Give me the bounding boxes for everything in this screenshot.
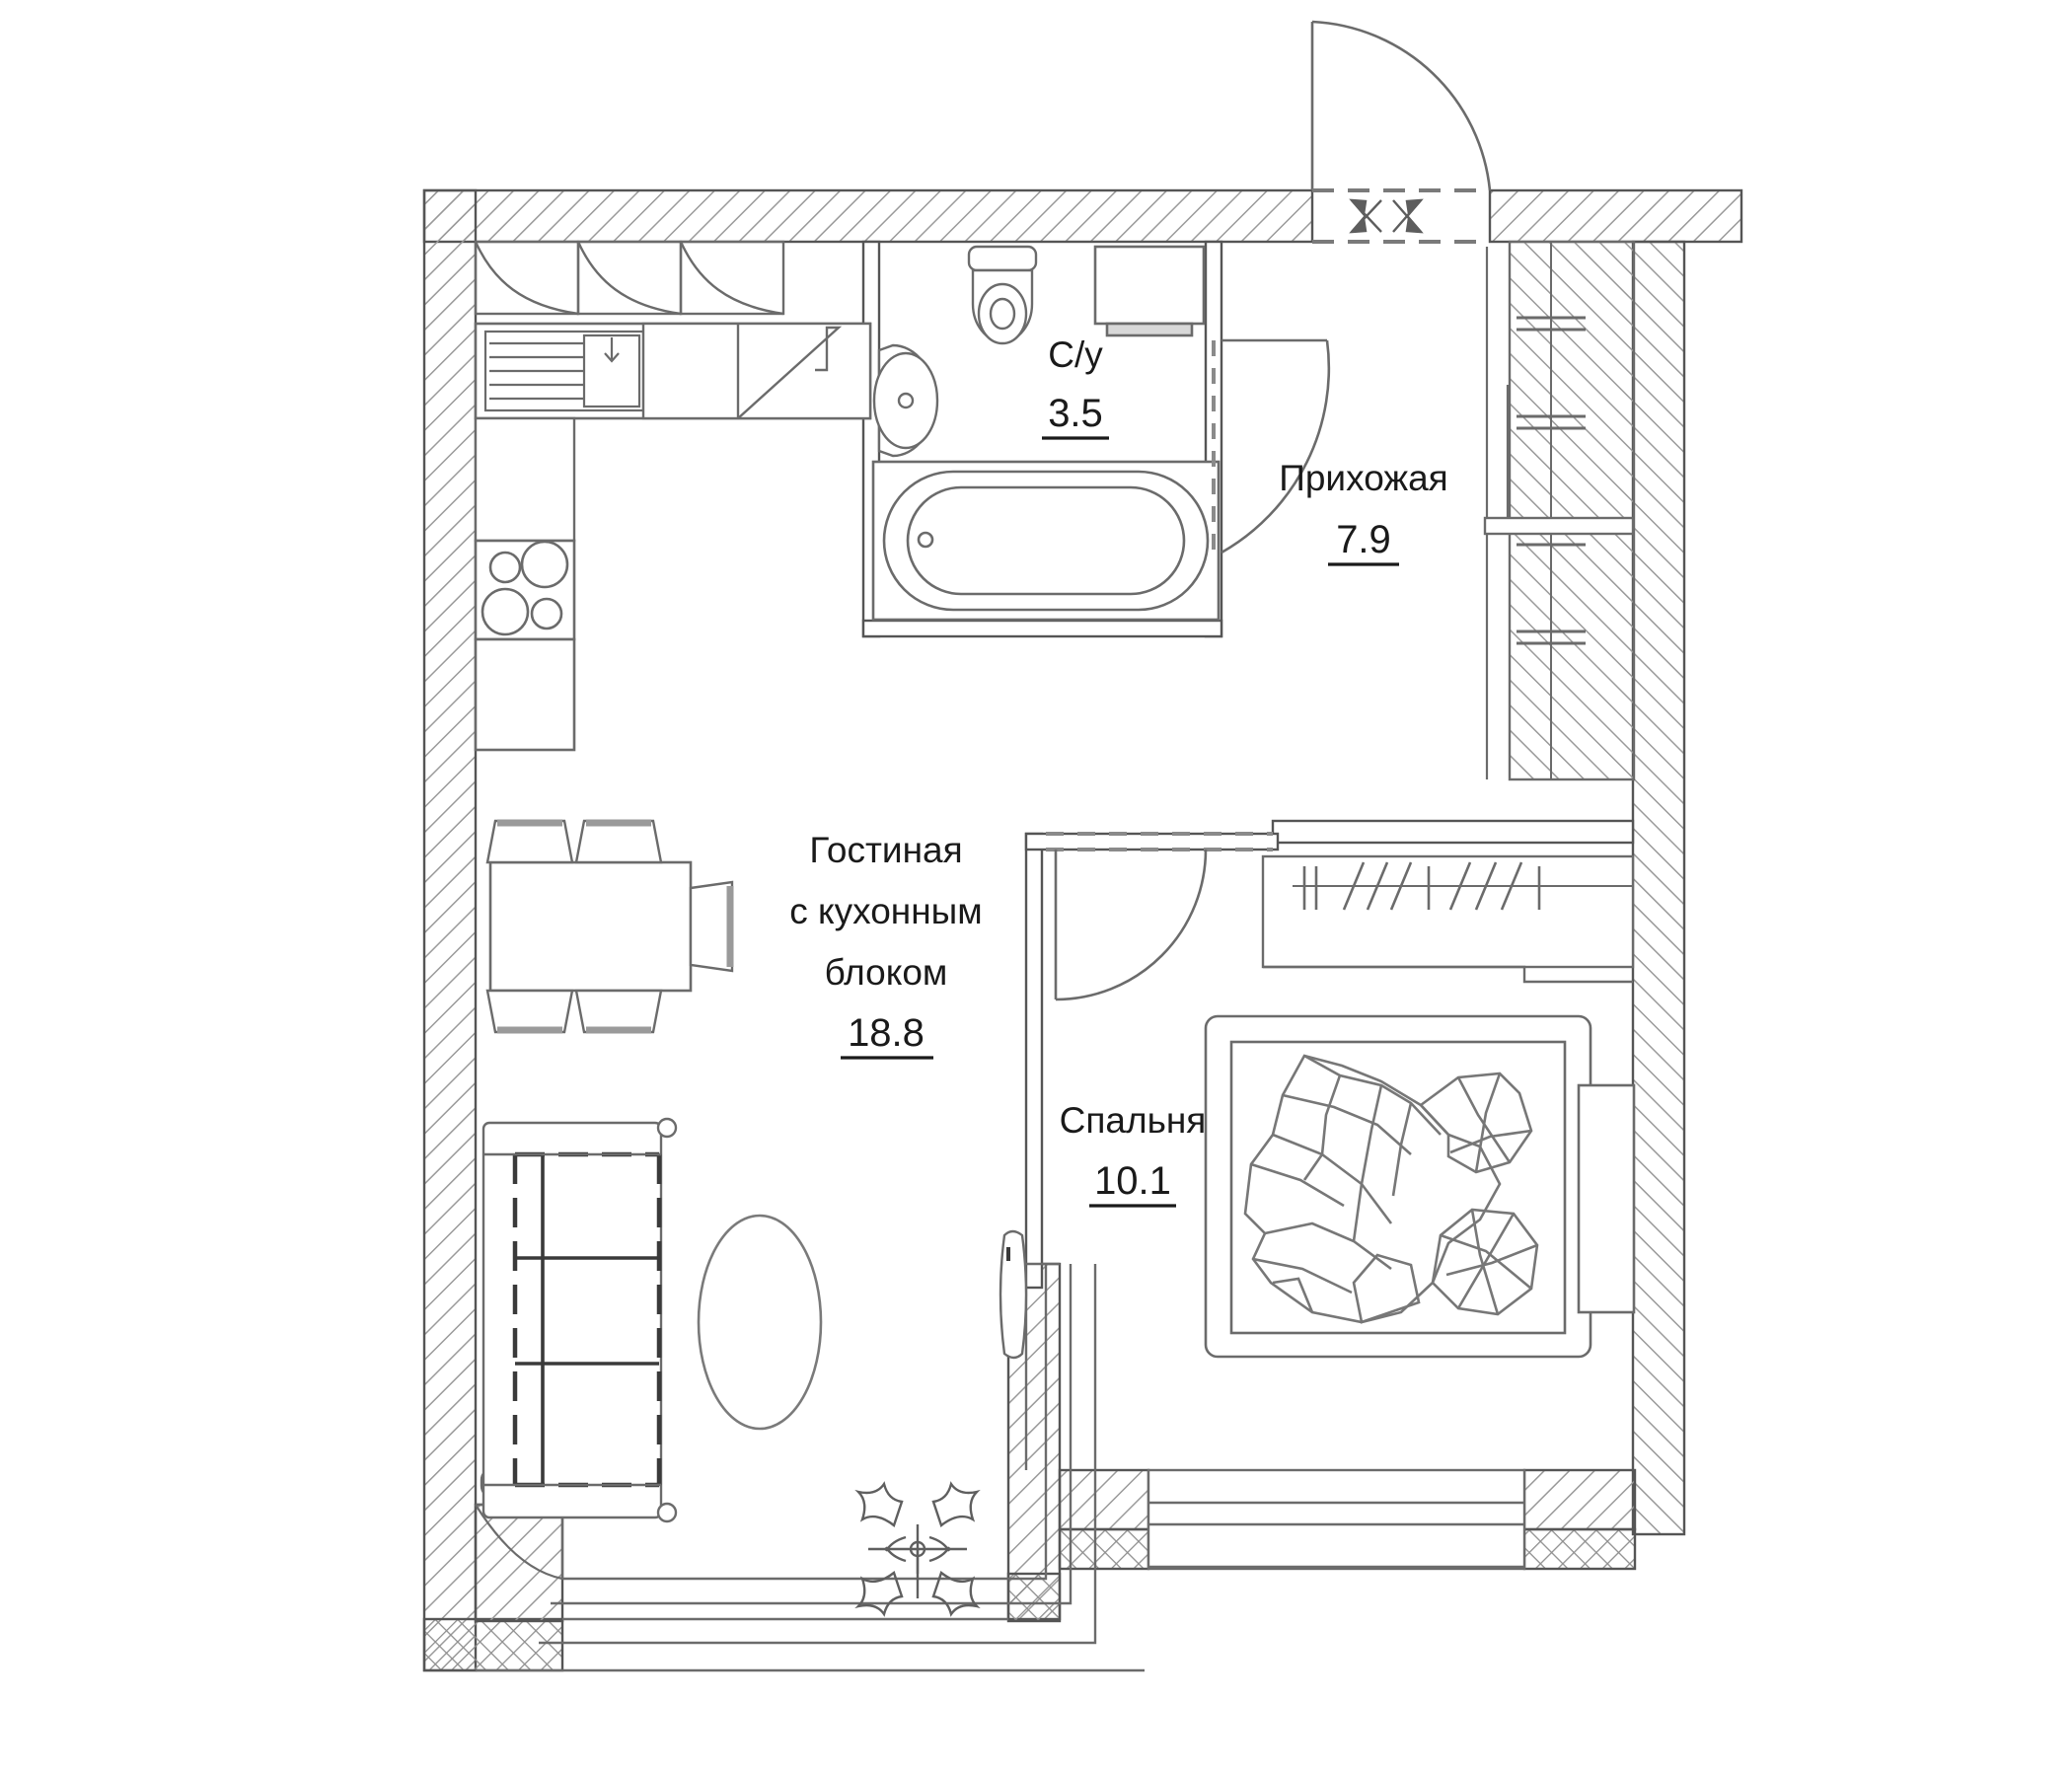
bathtub bbox=[871, 460, 1221, 622]
wall-bottom-bedroom bbox=[1058, 1468, 1150, 1531]
living-label-line3: блоком bbox=[825, 952, 948, 993]
bedroom-window bbox=[1147, 1468, 1526, 1571]
wardrobe-bedroom bbox=[1261, 854, 1635, 984]
wall-bathroom-bottom bbox=[861, 619, 1223, 638]
washbasin bbox=[872, 343, 939, 458]
living-area: 18.8 bbox=[848, 1011, 925, 1055]
wall-bottom-left bbox=[422, 1617, 564, 1672]
wall-bottom-bedroom-ch-right bbox=[1522, 1527, 1637, 1571]
wall-hall-living-top bbox=[1024, 832, 1280, 851]
bathroom-door[interactable] bbox=[1212, 338, 1331, 555]
washing-machine bbox=[1093, 245, 1206, 337]
bathroom-label: С/у bbox=[1048, 334, 1103, 375]
hallway-label: Прихожая bbox=[1279, 458, 1447, 498]
living-label-line1: Гостиная bbox=[809, 830, 962, 870]
entrance-door[interactable] bbox=[1310, 20, 1492, 244]
bedroom-label: Спальня bbox=[1060, 1100, 1207, 1141]
wall-hall-bedroom bbox=[1271, 819, 1635, 845]
kitchen-sink bbox=[483, 330, 645, 412]
hallway-area: 7.9 bbox=[1336, 518, 1391, 561]
wall-top-right bbox=[1488, 188, 1743, 244]
bed-blanket bbox=[1243, 1054, 1539, 1324]
wardrobe-hall bbox=[1483, 240, 1636, 781]
plant-icon bbox=[854, 1481, 981, 1617]
refrigerator bbox=[641, 322, 872, 420]
coffee-table bbox=[697, 1214, 823, 1431]
walls-group bbox=[422, 188, 1743, 1672]
sofa bbox=[481, 1117, 678, 1523]
bedroom-door[interactable] bbox=[1046, 832, 1273, 1001]
bedroom-area: 10.1 bbox=[1094, 1159, 1171, 1203]
living-label-line2: с кухонным bbox=[789, 891, 982, 931]
door-direction-arrows bbox=[1349, 198, 1424, 234]
wall-bottom-bedroom-right bbox=[1522, 1468, 1637, 1531]
toilet bbox=[967, 245, 1038, 345]
double-bed bbox=[1204, 1014, 1636, 1359]
wall-hall-living bbox=[1024, 832, 1044, 1290]
dining-table bbox=[488, 860, 693, 993]
partition-edges bbox=[999, 1229, 1060, 1470]
bathroom-area: 3.5 bbox=[1048, 392, 1103, 435]
room-labels: С/у 3.5 Прихожая 7.9 Гостиная с кухонным… bbox=[789, 334, 1448, 1208]
wall-top bbox=[422, 188, 1314, 244]
kitchen-base-cabinet bbox=[474, 416, 576, 543]
wall-left bbox=[422, 188, 478, 1672]
wall-partition-bottom-ch bbox=[1006, 1572, 1062, 1623]
kitchen-upper-cabinets bbox=[474, 240, 785, 316]
living-window bbox=[475, 1264, 1145, 1672]
dining-chairs bbox=[485, 819, 734, 1034]
wall-bottom-bedroom-ch-left bbox=[1058, 1527, 1150, 1571]
cooktop bbox=[474, 539, 576, 752]
wall-right bbox=[1631, 240, 1686, 1536]
